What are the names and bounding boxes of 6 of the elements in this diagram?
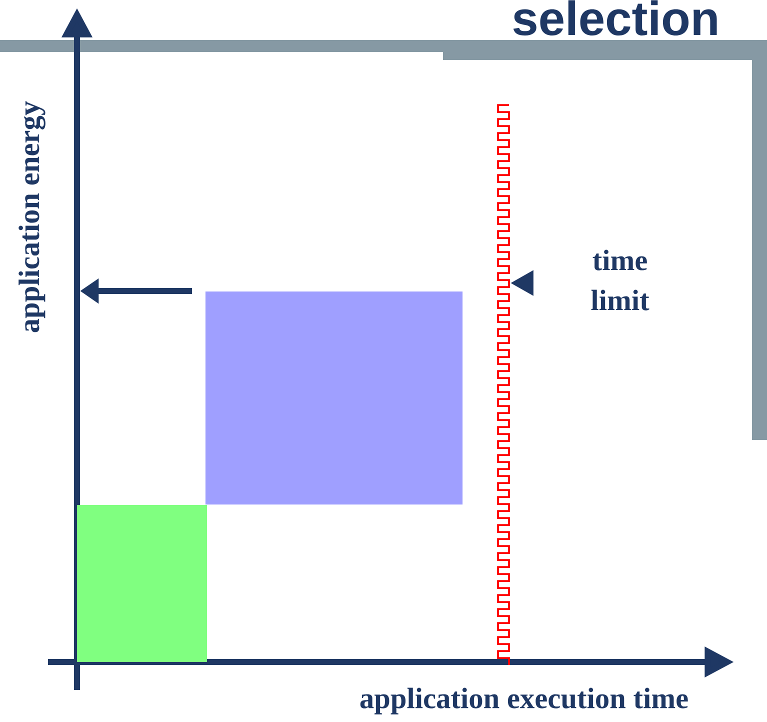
limit-line (497, 104, 510, 666)
filled-box (77, 504, 207, 662)
limit-label: time limit (591, 250, 650, 310)
title: selection (513, 0, 717, 36)
axis-label: application energy (18, 101, 46, 332)
filled-box (205, 291, 463, 505)
